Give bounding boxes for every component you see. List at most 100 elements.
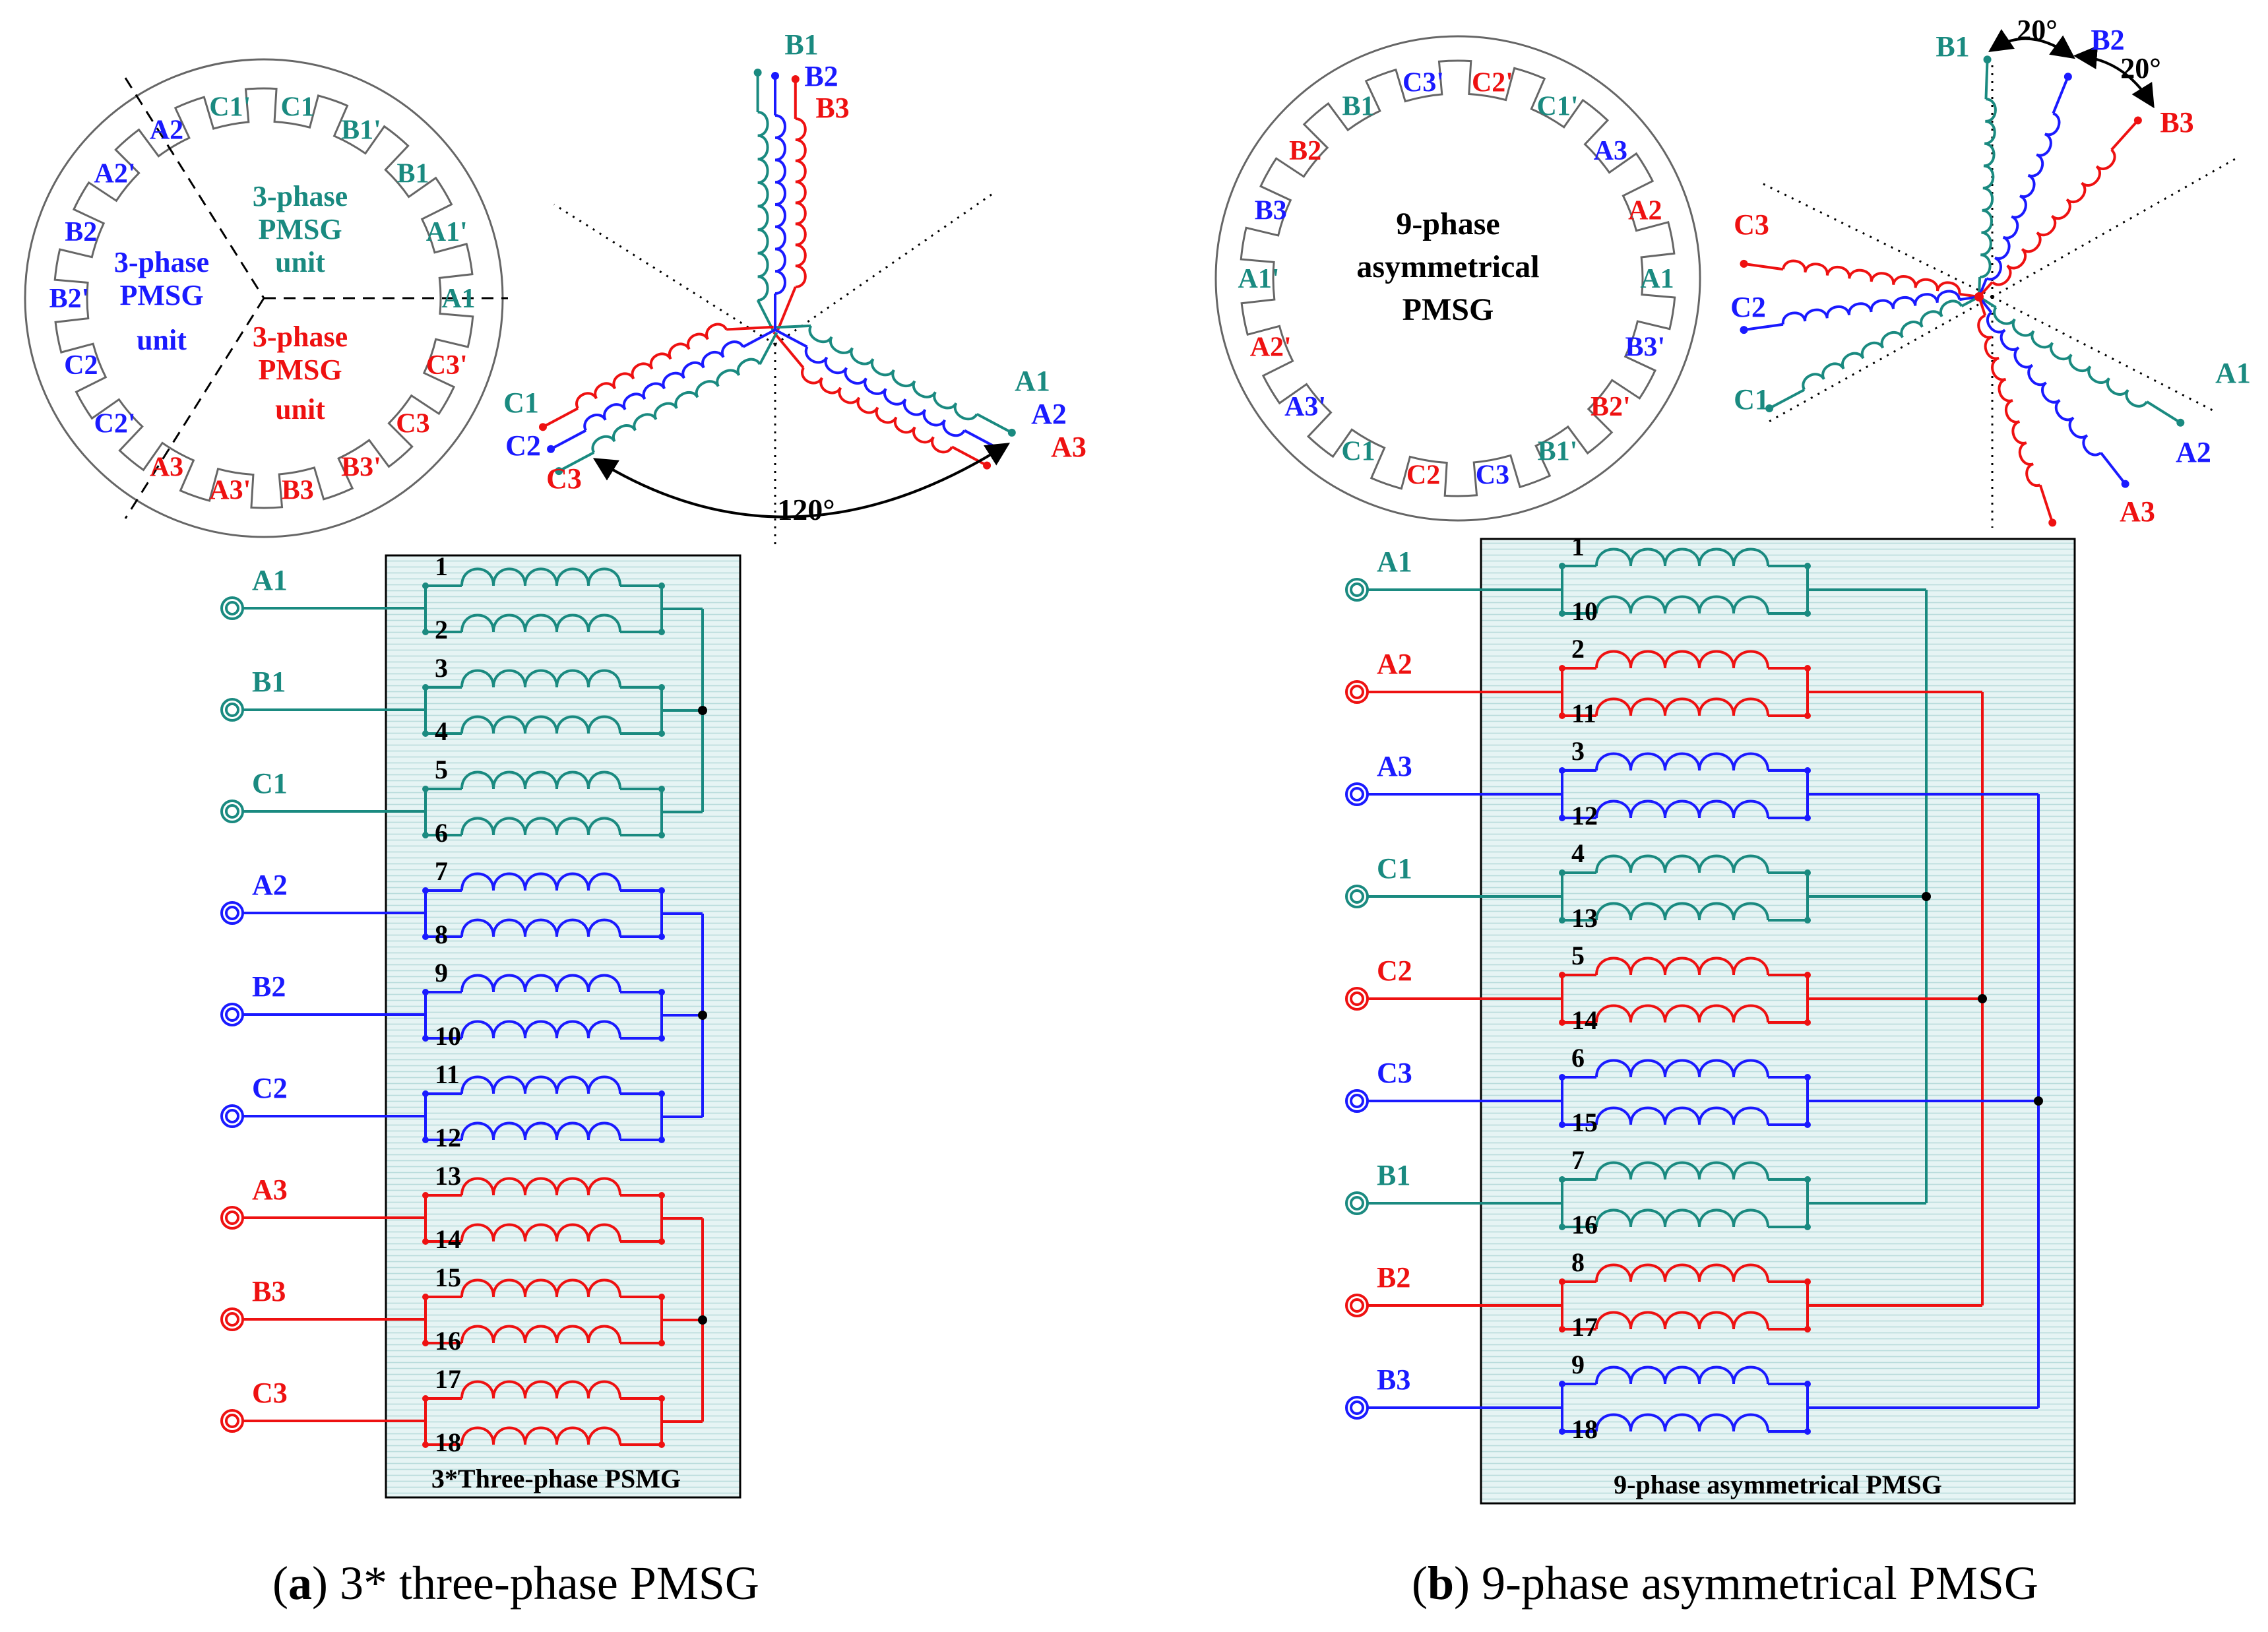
slot-label-6: B2' bbox=[1591, 392, 1631, 422]
terminal-connector[interactable] bbox=[220, 800, 244, 823]
terminal-connector[interactable] bbox=[220, 596, 244, 620]
terminal-connector-inner bbox=[1350, 685, 1364, 699]
coil bbox=[460, 1075, 621, 1094]
neutral-junction bbox=[1922, 892, 1931, 901]
phasor-label-c1: C1 bbox=[503, 387, 539, 419]
terminal-connector[interactable] bbox=[1345, 1089, 1369, 1113]
stator-inner-profile bbox=[1240, 59, 1676, 497]
slot-label-13: A1' bbox=[1238, 264, 1280, 294]
coil bbox=[460, 1223, 621, 1242]
center-label-line2: asymmetrical bbox=[1356, 249, 1539, 284]
reference-axis bbox=[553, 203, 776, 346]
sector-teal-line2: PMSG bbox=[258, 213, 342, 245]
slot-label-8: B3 bbox=[282, 476, 314, 506]
terminal-connector-inner bbox=[225, 703, 239, 717]
slot-label-14: B3 bbox=[1255, 196, 1287, 226]
winding-box-a: 3*Three-phase PSMG 12A134B156C178A2910B2… bbox=[220, 551, 741, 1499]
coil-number: 2 bbox=[1571, 634, 1585, 664]
slot-label-16: B1 bbox=[1342, 91, 1374, 121]
coil-number: 14 bbox=[1571, 1005, 1598, 1035]
terminal-connector[interactable] bbox=[220, 698, 244, 722]
terminal-connector[interactable] bbox=[220, 1104, 244, 1128]
coil bbox=[1595, 1004, 1769, 1023]
phasor-lead bbox=[756, 299, 774, 330]
stator-a: C1B1'B1A1'A1C3'C3B3'B3A3'A3C2'C2B2'B2A2'… bbox=[24, 58, 508, 538]
terminal-connector[interactable] bbox=[1345, 1294, 1369, 1317]
slot-label-3: A1' bbox=[426, 217, 468, 247]
terminal-connector-inner bbox=[225, 1312, 239, 1327]
phasor-coil bbox=[591, 358, 761, 453]
coil-number: 6 bbox=[435, 818, 448, 848]
slot-label-5: C3' bbox=[426, 350, 468, 381]
coil bbox=[460, 918, 621, 937]
slot-label-0: C2' bbox=[1472, 68, 1513, 98]
phasor-label-c1: C1 bbox=[1734, 383, 1769, 416]
winding-box-frame bbox=[385, 554, 741, 1499]
terminal-connector[interactable] bbox=[220, 1409, 244, 1433]
phasor-label-b1: B1 bbox=[1936, 30, 1969, 63]
terminal-connector[interactable] bbox=[220, 1003, 244, 1026]
terminal-connector[interactable] bbox=[1345, 782, 1369, 806]
phasor-coil bbox=[774, 114, 786, 295]
coil-number: 5 bbox=[435, 755, 448, 784]
stator-outer-circle bbox=[1214, 35, 1701, 522]
slot-label-6: C3 bbox=[396, 409, 429, 439]
phasor-terminal-dot bbox=[1740, 326, 1748, 334]
angle-arrow-20a bbox=[1988, 28, 2075, 59]
angle-label-20a: 20° bbox=[2017, 14, 2058, 46]
slot-label-1: B1' bbox=[341, 115, 381, 146]
slot-label-15: A2' bbox=[94, 158, 136, 189]
slot-label-2: A3 bbox=[1594, 136, 1627, 166]
coil-number: 13 bbox=[1571, 903, 1598, 933]
phasor-coil bbox=[1781, 290, 1961, 325]
phasor-terminal-dot bbox=[753, 69, 762, 77]
coil-number: 5 bbox=[1571, 941, 1585, 970]
slot-label-11: C2' bbox=[94, 409, 136, 439]
reference-axis bbox=[1757, 180, 1993, 298]
terminal-connector[interactable] bbox=[1345, 885, 1369, 908]
coil bbox=[460, 974, 621, 993]
phasor-terminal-dot bbox=[771, 72, 779, 80]
slot-label-10: C1 bbox=[1341, 437, 1375, 467]
coil-number: 10 bbox=[435, 1021, 461, 1051]
phasor-label-b1: B1 bbox=[784, 28, 818, 61]
phasor-label-c2: C2 bbox=[505, 429, 541, 462]
terminal-connector[interactable] bbox=[220, 1206, 244, 1230]
phasor-label-b2: B2 bbox=[804, 60, 838, 92]
terminal-label-a2: A2 bbox=[1377, 648, 1412, 680]
coil-number: 18 bbox=[435, 1428, 461, 1457]
terminal-label-b2: B2 bbox=[1377, 1261, 1410, 1294]
stator-b: C2'C1'A3A2A1B3'B2'B1'C3C2C1A3'A2'A1'B3B2… bbox=[1214, 35, 1701, 522]
terminal-connector[interactable] bbox=[1345, 578, 1369, 602]
terminal-connector-inner bbox=[1350, 787, 1364, 801]
coil bbox=[460, 613, 621, 633]
phasor-terminal-dot bbox=[2121, 480, 2129, 488]
neutral-junction bbox=[1978, 994, 1987, 1003]
phasor-coil bbox=[808, 325, 978, 421]
sector-red-line3: unit bbox=[275, 393, 325, 425]
terminal-label-b1: B1 bbox=[252, 666, 286, 698]
coil bbox=[1595, 697, 1769, 716]
terminal-connector[interactable] bbox=[220, 1307, 244, 1331]
terminal-connector[interactable] bbox=[1345, 680, 1369, 704]
terminal-label-a3: A3 bbox=[1377, 750, 1412, 782]
terminal-connector[interactable] bbox=[1345, 1396, 1369, 1420]
terminal-connector-inner bbox=[1350, 1094, 1364, 1108]
phasor-label-a2: A2 bbox=[2176, 436, 2211, 468]
coil bbox=[1595, 1208, 1769, 1228]
terminal-connector[interactable] bbox=[1345, 987, 1369, 1011]
coil-number: 12 bbox=[1571, 801, 1598, 831]
neutral-junction bbox=[698, 706, 707, 715]
terminal-connector[interactable] bbox=[1345, 1191, 1369, 1215]
slot-label-15: B2 bbox=[1289, 136, 1321, 166]
coil bbox=[1595, 1059, 1769, 1078]
phasor-lead bbox=[776, 324, 811, 329]
coil bbox=[460, 1325, 621, 1344]
slot-label-12: A2' bbox=[1250, 332, 1292, 362]
terminal-label-a1: A1 bbox=[1377, 546, 1412, 578]
terminal-connector[interactable] bbox=[220, 901, 244, 925]
